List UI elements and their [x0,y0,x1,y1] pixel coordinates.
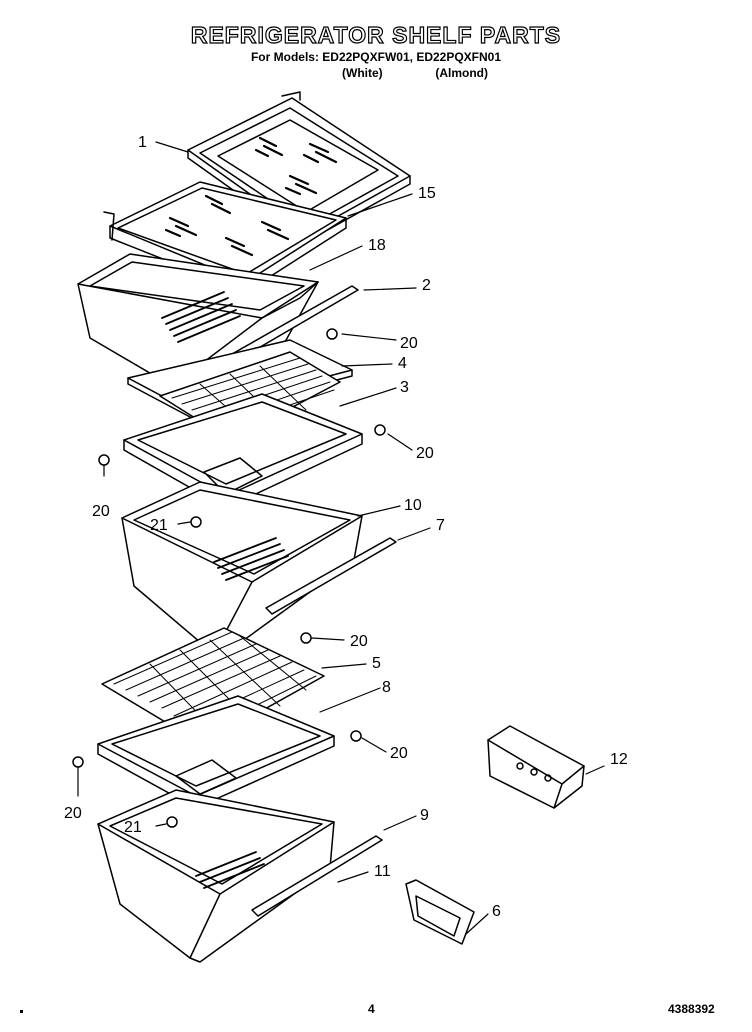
part-8-cover-frame [97,695,335,809]
page-number: 4 [368,1002,375,1016]
callout-20-e: 20 [390,745,408,762]
callout-6: 6 [492,903,501,920]
document-number: 4388392 [668,1002,715,1016]
callout-21-b: 21 [124,819,142,836]
callout-8: 8 [382,679,391,696]
color-white-label: (White) [342,66,383,80]
callout-20-b: 20 [416,445,434,462]
crisper-cover-frame-upper [123,393,363,509]
callout-3: 3 [400,379,409,396]
color-almond-label: (Almond) [435,66,488,80]
callout-20-f: 20 [64,805,82,822]
callout-7: 7 [436,517,445,534]
callout-5: 5 [372,655,381,672]
part-6-bin-cover [405,879,475,945]
callout-20-c: 20 [92,503,110,520]
callout-15: 15 [418,185,436,202]
callout-21-a: 21 [150,517,168,534]
callout-2: 2 [422,277,431,294]
callout-11: 11 [374,863,391,880]
callout-12: 12 [610,751,628,768]
callout-1: 1 [138,134,147,151]
callout-18: 18 [368,237,386,254]
color-labels: (White) (Almond) [342,66,488,80]
part-12-door-bin [487,725,585,809]
callout-9: 9 [420,807,429,824]
leader-lines [77,141,605,935]
models-line: For Models: ED22PQXFW01, ED22PQXFN01 [250,50,502,64]
page-title: REFRIGERATOR SHELF PARTS [190,21,562,48]
callout-20-a: 20 [400,335,418,352]
callout-4: 4 [398,355,407,372]
callout-10: 10 [404,497,422,514]
corner-mark [20,1010,23,1013]
callout-20-d: 20 [350,633,368,650]
clip-parts [72,328,386,828]
part-10-crisper-drawer [121,481,397,657]
part-9-crisper-drawer [97,789,383,963]
part-18-drawer-assembly-top [77,253,359,397]
